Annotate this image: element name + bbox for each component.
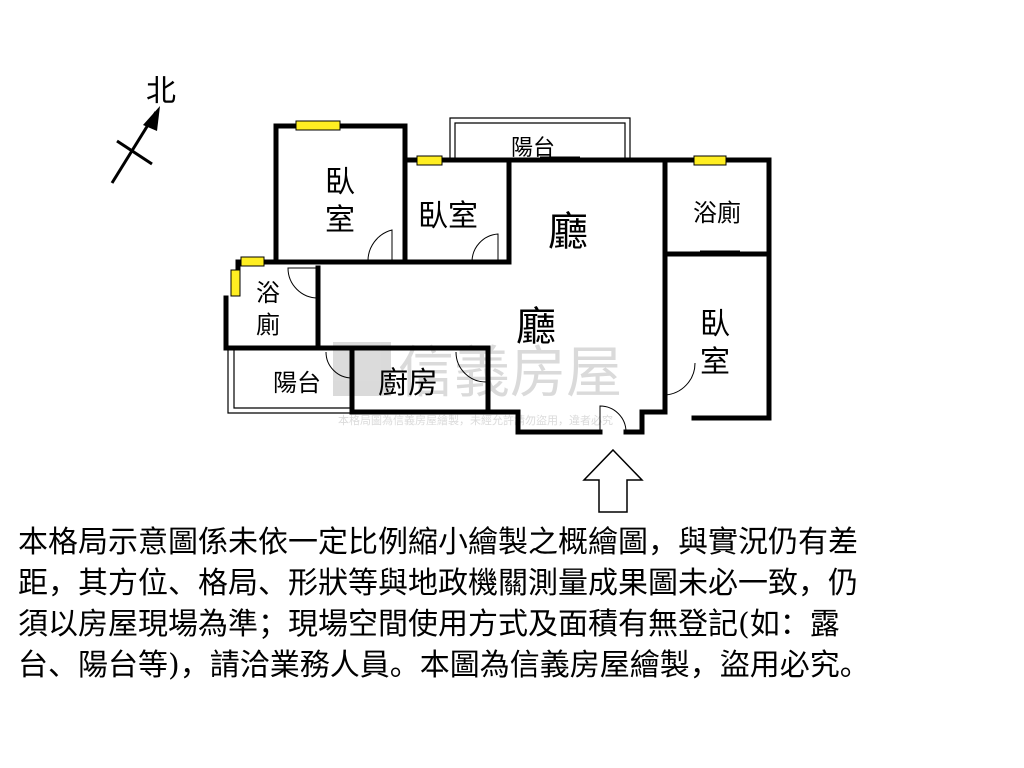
watermark-subtext: 本格局圖為信義房屋繪製，未經允許請勿盜用，違者必究 (338, 413, 613, 427)
window-bedroom-n (416, 155, 443, 166)
doors (287, 156, 740, 433)
disclaimer-line: 台、陽台等)，請洽業務人員。本圖為信義房屋繪製，盜用必究。 (18, 648, 870, 683)
label-living-lower: 廳 (516, 304, 556, 350)
window-bath-ne (693, 155, 727, 166)
compass-north-label: 北 (146, 74, 176, 109)
watermark-logo (333, 342, 391, 396)
balcony-outlines (227, 117, 631, 414)
disclaimer-line: 本格局示意圖係未依一定比例縮小繪製之概繪圖，與實況仍有差 (18, 525, 858, 560)
label-bath-w-1: 浴 (256, 279, 280, 307)
compass-arrow-head (143, 106, 160, 131)
label-bedroom-nw-2: 室 (325, 203, 355, 238)
disclaimer-line: 須以房屋現場為準；現場空間使用方式及面積有無登記(如：露 (18, 607, 840, 642)
watermark: 信義房屋 本格局圖為信義房屋繪製，未經允許請勿盜用，違者必究 (333, 341, 622, 427)
label-bedroom-nw-1: 臥 (325, 165, 355, 200)
disclaimer-line: 距，其方位、格局、形狀等與地政機關測量成果圖未必一致，仍 (18, 566, 858, 601)
entrance-arrow-icon (582, 448, 644, 513)
label-bath-w-2: 廁 (256, 311, 280, 339)
label-kitchen: 廚房 (378, 366, 438, 401)
window-bath-w-top (240, 256, 265, 267)
window-bath-w-side (230, 269, 241, 297)
label-bedroom-e-1: 臥 (700, 307, 730, 342)
label-balcony-sw: 陽台 (273, 369, 321, 397)
disclaimer-text: 本格局示意圖係未依一定比例縮小繪製之概繪圖，與實況仍有差 距，其方位、格局、形狀… (18, 522, 1008, 686)
floor-plan: 信義房屋 本格局圖為信義房屋繪製，未經允許請勿盜用，違者必究 北 (110, 74, 772, 513)
compass-crossbar (116, 139, 153, 166)
label-bedroom-e-2: 室 (700, 345, 730, 380)
label-balcony-n: 陽台 (511, 136, 555, 161)
compass: 北 (110, 74, 176, 184)
watermark-brand: 信義房屋 (398, 341, 622, 406)
windows (230, 120, 727, 297)
window-bedroom-nw (295, 120, 341, 131)
label-bedroom-n: 臥室 (418, 199, 478, 234)
room-labels: 臥 室 臥室 陽台 廳 廳 浴廁 浴 廁 臥 室 陽台 廚房 (256, 136, 741, 401)
label-bath-ne: 浴廁 (693, 199, 741, 227)
label-living-upper: 廳 (548, 209, 588, 255)
